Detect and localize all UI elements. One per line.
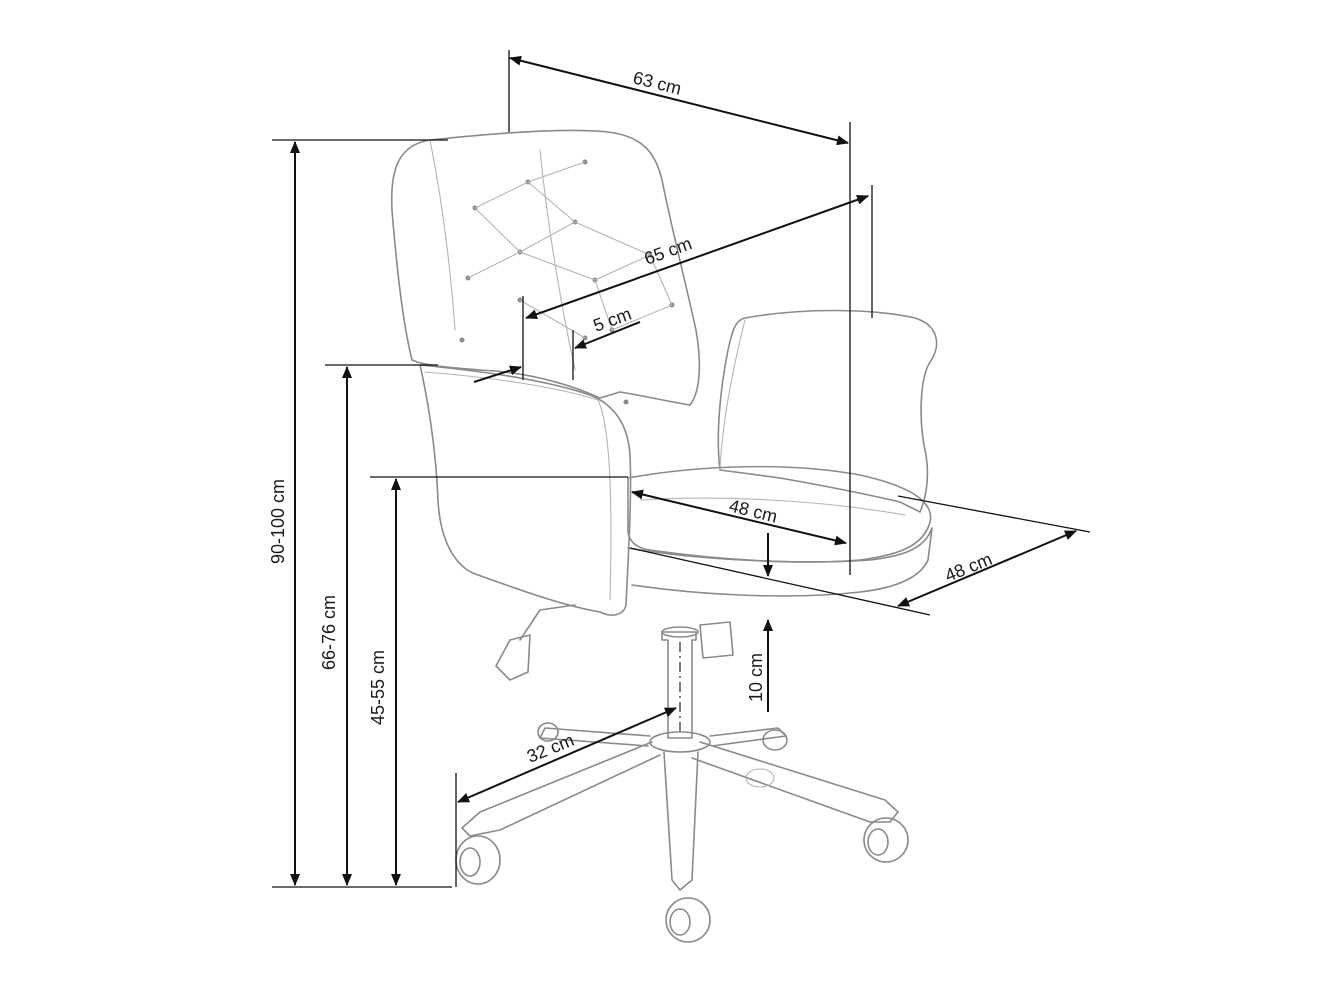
label-armrest-span: 65 cm xyxy=(642,233,695,269)
lever-knob xyxy=(495,634,531,681)
label-seat-depth: 48 cm xyxy=(942,549,995,586)
label-total-height: 90-100 cm xyxy=(268,479,288,564)
dim-base-radius-line xyxy=(457,707,677,803)
left-armrest xyxy=(419,364,632,616)
label-armrest-height: 66-76 cm xyxy=(319,595,339,670)
dim-seat-depth-line xyxy=(897,530,1077,607)
tilt-lever xyxy=(519,604,576,641)
right-armrest xyxy=(717,309,938,513)
dim-armrest-span-line xyxy=(525,194,869,320)
gas-cylinder xyxy=(661,631,697,739)
tufting-buttons xyxy=(459,159,675,405)
label-seat-thickness: 10 cm xyxy=(746,653,766,702)
dim-seat-width-line xyxy=(631,489,847,546)
label-seat-height: 45-55 cm xyxy=(368,650,388,725)
dim-armrest-width-line xyxy=(473,365,522,383)
height-knob xyxy=(699,621,734,659)
dim-overall-width-line xyxy=(509,55,849,146)
dimension-labels: 63 cm 65 cm 5 cm 48 cm 48 cm 10 cm 90-10… xyxy=(268,67,995,766)
dimension-lines xyxy=(272,50,1091,888)
casters xyxy=(455,722,909,943)
dim-armrest-width-line-2 xyxy=(574,321,641,349)
backrest-outline xyxy=(390,129,701,406)
seat-cushion xyxy=(627,465,932,563)
